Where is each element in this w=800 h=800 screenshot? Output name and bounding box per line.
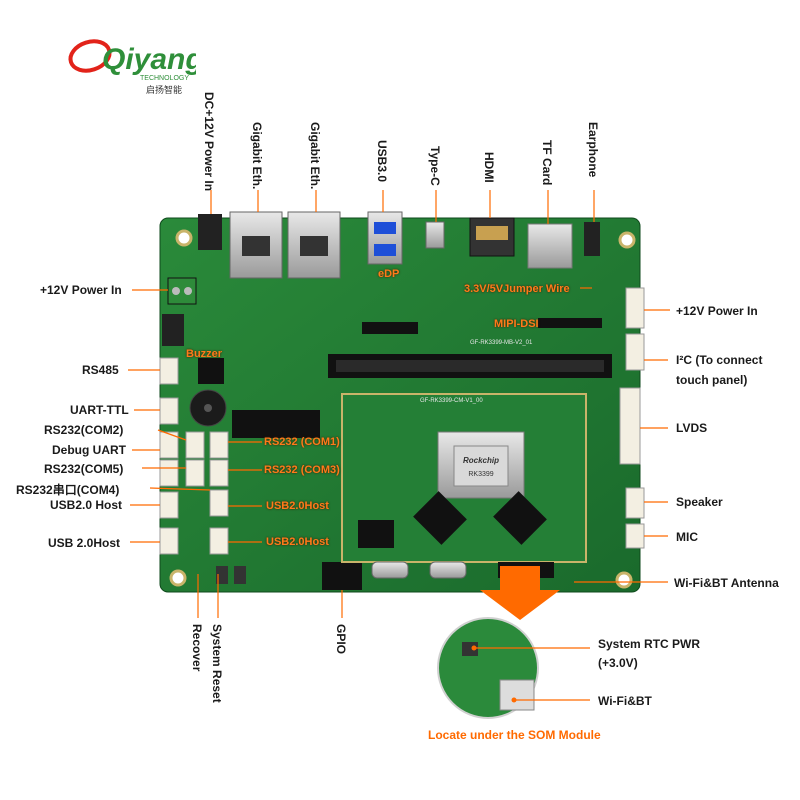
label-gpio: GPIO (334, 624, 348, 655)
label-jumper: 3.3V/5VJumper Wire (464, 283, 570, 295)
usb3-port (367, 211, 403, 265)
qiyang-logo: Qiyang TECHNOLOGY 启扬智能 (66, 36, 204, 101)
leader-lines (128, 190, 670, 701)
label-rtc-voltage: (+3.0V) (598, 656, 638, 670)
label-buzzer: Buzzer (186, 348, 223, 360)
label-gigabit-eth-2: Gigabit Eth. (308, 122, 322, 190)
label-i2c-2: touch panel) (676, 373, 748, 387)
chip-brand: Rockchip (463, 456, 499, 465)
gpio-header (322, 562, 362, 590)
mipi-connector (538, 318, 602, 328)
label-com3: RS232 (COM3) (264, 464, 340, 476)
logo-cn: 启扬智能 (146, 84, 182, 95)
label-debug-uart: Debug UART (52, 443, 126, 457)
label-system-reset: System Reset (210, 624, 224, 703)
chip-model: RK3399 (468, 471, 493, 478)
typec-port (425, 221, 445, 249)
dc-jack (198, 214, 222, 250)
label-rs232-com5: RS232(COM5) (44, 462, 124, 476)
label-earphone: Earphone (586, 122, 600, 178)
label-mic: MIC (676, 530, 698, 544)
down-arrow (480, 566, 560, 620)
label-12v-right: +12V Power In (676, 304, 758, 318)
label-rs485: RS485 (82, 363, 119, 377)
label-typec: Type-C (428, 146, 442, 186)
label-com1: RS232 (COM1) (264, 436, 340, 448)
edp-connector (362, 322, 418, 334)
label-hdmi: HDMI (482, 152, 496, 183)
tf-slot (527, 223, 573, 269)
label-som-caption: Locate under the SOM Module (428, 728, 601, 742)
label-gigabit-eth-1: Gigabit Eth. (250, 122, 264, 190)
som-silk: GF-RK3399-CM-V1_00 (420, 398, 483, 404)
label-uart-ttl: UART-TTL (70, 403, 129, 417)
logo-brand: Qiyang (102, 43, 196, 76)
label-rtc-pwr: System RTC PWR (598, 637, 701, 651)
label-12v-left: +12V Power In (40, 283, 122, 297)
label-usb3: USB3.0 (375, 140, 389, 183)
label-rs232-com4: RS232串口(COM4) (16, 483, 120, 497)
label-lvds: LVDS (676, 421, 708, 435)
label-tf-card: TF Card (540, 140, 554, 186)
label-edp: eDP (378, 268, 400, 280)
label-rs232-com2: RS232(COM2) (44, 423, 124, 437)
m2-slot (232, 410, 320, 438)
label-i2c-1: I²C (To connect (676, 353, 763, 367)
label-usb20-host-2: USB 2.0Host (48, 536, 121, 550)
label-wifi-bt: Wi-Fi&BT (598, 694, 652, 708)
label-wifi-antenna: Wi-Fi&BT Antenna (674, 576, 779, 590)
board-silk: GF-RK3399-MB-V2_01 (470, 340, 533, 346)
earphone-jack (584, 222, 600, 256)
label-usb-host-b: USB2.0Host (266, 536, 329, 548)
label-usb-host-a: USB2.0Host (266, 500, 329, 512)
label-usb20-host-1: USB2.0 Host (50, 498, 123, 512)
label-recover: Recover (190, 624, 204, 672)
logo-sub: TECHNOLOGY (140, 75, 189, 82)
label-mipi: MIPI-DSI (494, 318, 539, 330)
label-speaker: Speaker (676, 495, 723, 509)
label-dc-power: DC+12V Power In (202, 92, 216, 192)
